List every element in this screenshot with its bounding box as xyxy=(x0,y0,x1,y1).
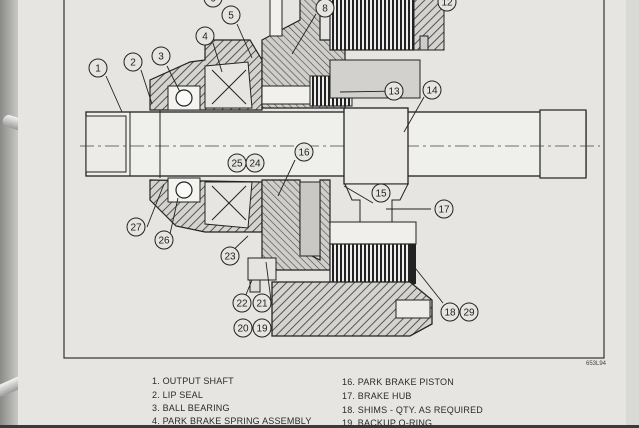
svg-text:25: 25 xyxy=(231,159,243,170)
callout-21: 21 xyxy=(252,293,272,313)
diagram-frame xyxy=(63,0,605,359)
callout-13: 13 xyxy=(384,81,404,101)
svg-text:13: 13 xyxy=(388,87,400,98)
callout-14: 14 xyxy=(422,80,442,100)
callout-2: 2 xyxy=(123,52,143,72)
svg-text:27: 27 xyxy=(130,223,142,234)
svg-text:29: 29 xyxy=(463,308,475,319)
splined-hub xyxy=(343,107,409,185)
callout-24: 24 xyxy=(245,153,265,173)
callout-22: 22 xyxy=(232,293,252,313)
callout-25: 25 xyxy=(227,153,247,173)
svg-text:14: 14 xyxy=(426,86,438,97)
figure-code: 653L94 xyxy=(586,361,607,367)
svg-text:23: 23 xyxy=(224,252,236,263)
svg-text:18: 18 xyxy=(444,308,456,319)
callout-26: 26 xyxy=(154,230,174,250)
svg-text:19: 19 xyxy=(256,324,268,335)
svg-text:12: 12 xyxy=(441,0,453,9)
park-brake-piston xyxy=(261,179,331,271)
svg-text:1: 1 xyxy=(95,64,101,75)
callout-19: 19 xyxy=(252,318,272,338)
brake-disc-stack-top xyxy=(329,0,415,51)
callout-1: 1 xyxy=(88,58,108,78)
callout-3: 3 xyxy=(151,46,171,66)
housing-bottom xyxy=(271,281,433,337)
svg-text:17: 17 xyxy=(438,205,450,216)
callout-16: 16 xyxy=(294,142,314,162)
callout-6: 6 xyxy=(203,0,223,8)
svg-text:3: 3 xyxy=(158,52,164,63)
svg-text:2: 2 xyxy=(130,58,136,69)
callout-5: 5 xyxy=(221,5,241,25)
output-shaft xyxy=(80,109,600,179)
svg-text:5: 5 xyxy=(228,11,234,22)
binder-spine xyxy=(0,0,18,425)
callout-27: 27 xyxy=(126,217,146,237)
svg-text:24: 24 xyxy=(249,159,261,170)
callout-29: 29 xyxy=(459,302,479,322)
callout-labels: 1 2 3 4 5 6 8 12 13 14 15 16 17 18 29 19… xyxy=(88,0,479,338)
callout-8: 8 xyxy=(315,0,335,18)
callout-12: 12 xyxy=(437,0,457,12)
svg-text:20: 20 xyxy=(237,324,249,335)
callout-20: 20 xyxy=(233,318,253,338)
svg-text:15: 15 xyxy=(375,189,387,200)
ball-bearing xyxy=(167,85,201,203)
callout-15: 15 xyxy=(371,183,391,203)
callout-17: 17 xyxy=(434,199,454,219)
svg-text:4: 4 xyxy=(202,32,208,43)
svg-text:16: 16 xyxy=(298,148,310,159)
callout-18: 18 xyxy=(440,302,460,322)
top-end-plate xyxy=(413,0,445,51)
svg-text:26: 26 xyxy=(158,236,170,247)
callout-23: 23 xyxy=(220,246,240,266)
callout-4: 4 xyxy=(195,26,215,46)
svg-text:8: 8 xyxy=(322,4,328,15)
roller-bearing xyxy=(204,61,253,229)
svg-text:6: 6 xyxy=(210,0,216,5)
svg-text:22: 22 xyxy=(236,299,248,310)
brake-disc-stack-bottom xyxy=(329,243,415,285)
bleed-fitting xyxy=(247,257,277,281)
svg-text:21: 21 xyxy=(256,299,268,310)
